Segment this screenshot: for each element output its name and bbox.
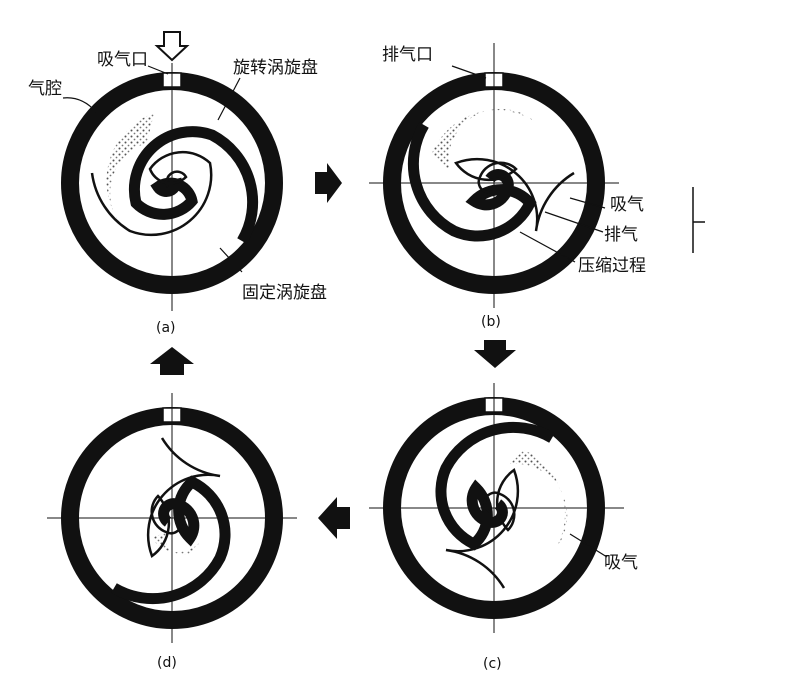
label-compression: 压缩过程 <box>578 256 646 276</box>
edge-mark <box>692 187 705 253</box>
panel-b <box>369 43 619 308</box>
arrow-up-icon <box>150 347 194 375</box>
caption-c: (c) <box>483 656 502 672</box>
fixed-scroll-wrap <box>435 421 555 551</box>
label-discharge-port: 排气口 <box>382 45 433 65</box>
gas-pocket <box>152 532 200 555</box>
orbiting-scroll-wrap <box>454 157 575 232</box>
arrow-down-icon <box>474 340 516 368</box>
panel-d <box>47 393 297 643</box>
caption-d: (d) <box>157 655 177 671</box>
gas-pocket <box>106 113 154 231</box>
panel-c <box>369 383 624 633</box>
label-orbiting-scroll: 旋转涡旋盘 <box>233 58 318 78</box>
fixed-scroll-wrap <box>128 126 259 244</box>
arrow-left-icon <box>318 497 350 539</box>
gas-pocket <box>510 450 568 548</box>
fixed-scroll-wrap <box>111 475 231 605</box>
arrow-right-icon <box>315 163 342 203</box>
label-fixed-scroll: 固定涡旋盘 <box>242 283 327 303</box>
caption-a: (a) <box>156 320 176 336</box>
label-suction-c: 吸气 <box>604 553 638 573</box>
gas-pocket <box>432 108 534 173</box>
orbiting-scroll-wrap <box>445 468 520 589</box>
label-gas-chamber: 气腔 <box>28 79 62 99</box>
leader-lines <box>62 65 608 558</box>
inlet-arrow-icon <box>154 31 190 62</box>
label-suction: 吸气 <box>610 195 644 215</box>
caption-b: (b) <box>481 314 501 330</box>
label-discharge: 排气 <box>604 225 638 245</box>
orbiting-scroll-wrap <box>90 150 213 237</box>
label-suction-port: 吸气口 <box>97 50 148 70</box>
panel-a <box>61 63 283 311</box>
fixed-scroll-wrap <box>407 122 537 242</box>
orbiting-scroll-wrap <box>146 437 221 558</box>
